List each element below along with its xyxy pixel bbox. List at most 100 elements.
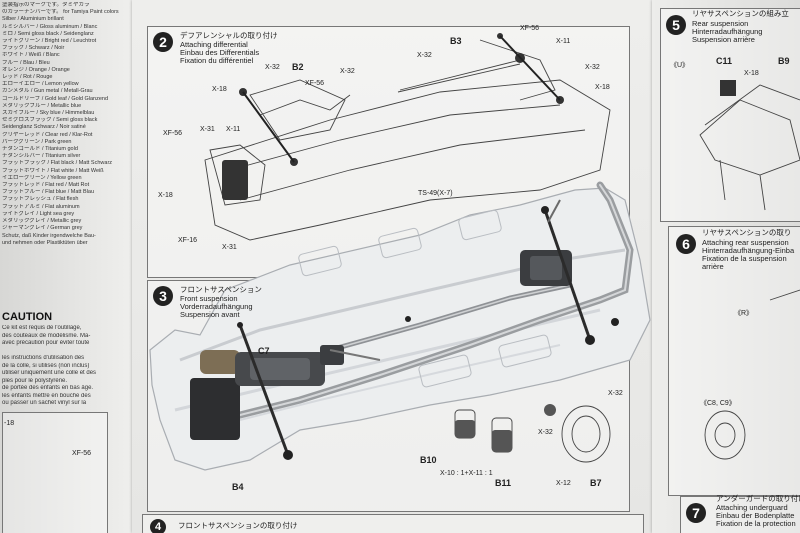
paint-color-list: 塗装指示のマークです。タミヤカラのカラーナンバーです。 for Tamiya P… xyxy=(2,2,128,247)
caution-line: utiliser uniquement une colle et des xyxy=(2,370,97,376)
label-x12: X-12 xyxy=(556,480,571,487)
step4-title-jp: フロントサスペンションの取り付け xyxy=(178,521,298,530)
paint-list-item: ガンメタル / Gun metal / Metall-Grau xyxy=(2,88,93,95)
step6-title-fr2: arrière xyxy=(702,262,724,271)
step5-title-de: Hinterradaufhängung xyxy=(692,27,763,36)
paint-list-item: メタリックグレイ / Metallic grey xyxy=(2,218,82,225)
step3-number: 3 xyxy=(153,286,173,306)
paint-list-item: ホワイト / Weiß / Blanc xyxy=(2,52,60,59)
label-u: 《U》 xyxy=(670,62,690,69)
paint-list-item: フラットレッド / Flat red / Matt Rot xyxy=(2,182,90,189)
label-b3: B3 xyxy=(450,36,462,46)
label-c8c9: 《C8, C9》 xyxy=(700,400,736,407)
caution-line: ples pour le polystyrène. xyxy=(2,377,68,384)
step7-title-en: Attaching underguard xyxy=(716,503,788,512)
label-x32-a: X-32 xyxy=(417,52,432,59)
label-x31-b: X-31 xyxy=(222,244,237,251)
label-x31-a: X-31 xyxy=(200,126,215,133)
step2-number: 2 xyxy=(153,32,173,52)
caution-line: les enfants mettre en bouche des xyxy=(2,392,91,399)
label-b10: B10 xyxy=(420,455,437,465)
label-xf56-a: XF-56 xyxy=(520,25,540,32)
label-mix: X-10 : 1+X-11 : 1 xyxy=(440,470,493,477)
step5-title-fr: Suspension arrière xyxy=(692,35,755,44)
step7-title-jp: アンダーガードの取り付け xyxy=(716,494,800,503)
paint-list-item: ライトグリーン / Bright red / Leuchtrot xyxy=(2,38,97,45)
step2-title-de: Einbau des Differentials xyxy=(180,48,260,57)
paint-list-item: チタンシルバー / Titanium silver xyxy=(2,153,81,160)
label-x18-b: X-18 xyxy=(595,84,610,91)
step2-title-en: Attaching differential xyxy=(180,40,248,49)
paint-list-item: クリヤーレッド / Clear red / Klar-Rot xyxy=(2,131,93,138)
paint-list-item: フラットアルミ / Flat aluminum xyxy=(2,203,80,210)
model-chassis xyxy=(149,181,651,471)
label-xf56-left: XF-56 xyxy=(72,450,92,457)
paint-list-item: ライトグレイ / Light sea grey xyxy=(2,210,75,217)
label-x18-s5: X-18 xyxy=(744,70,759,77)
paint-list-item: イエローグリーン / Yellow green xyxy=(2,174,82,181)
paint-list-item: Schutz, daß Kinder irgendwelche Bau- xyxy=(2,232,96,239)
right-lineart xyxy=(699,84,800,460)
step3-title-jp: フロントサスペンション xyxy=(180,285,262,294)
paint-list-item: ブルー / Blau / Bleu xyxy=(2,59,50,66)
paint-list-item: のカラーナンバーです。 for Tamiya Paint colors xyxy=(2,9,119,16)
paint-list-item: ルミシルバー / Gloss aluminum / Blanc xyxy=(2,23,98,30)
paint-list-item: チタンゴールド / Titanium gold xyxy=(2,146,78,153)
step2-axles xyxy=(242,35,561,163)
step4-number: 4 xyxy=(150,519,166,533)
label-x18-a: X-18 xyxy=(212,86,227,93)
paint-list-item: ジャーマングレイ / German grey xyxy=(2,225,83,232)
label-b9: B9 xyxy=(778,56,790,66)
step2-title-jp: デフアレンシャルの取り付け xyxy=(180,31,278,40)
label-r18: -18 xyxy=(4,420,15,427)
label-c11: C11 xyxy=(716,56,733,66)
label-xf56-b: XF-56 xyxy=(305,80,325,87)
label-x32-b: X-32 xyxy=(265,64,280,71)
paint-list-item: メタリックブルー / Metallic blue xyxy=(2,102,82,109)
label-x32-c: X-32 xyxy=(340,68,355,75)
caution-line: de la colle, si utilisés (non inclus) xyxy=(2,362,90,369)
paint-list-item: ミロ / Semi gloss black / Seidenglanz xyxy=(2,30,94,37)
paint-list-item: und nehmen oder Plastiktüten über xyxy=(2,239,88,246)
step2-chassis-lineart xyxy=(204,39,611,241)
label-x32-d: X-32 xyxy=(585,64,600,71)
paint-list-item: レッド / Rot / Rouge xyxy=(2,74,53,81)
step3-lineart xyxy=(454,405,611,463)
step7-title-de: Einbau der Bodenplatte xyxy=(716,511,795,520)
step3-title-de: Vorderradaufhängung xyxy=(180,302,253,311)
label-x11-a: X-11 xyxy=(556,38,571,45)
caution-line: Ce kit est requis de l'outillage, xyxy=(2,325,82,331)
step3-dampers xyxy=(455,404,556,452)
label-xf16: XF-16 xyxy=(178,237,198,244)
label-r: 《R》 xyxy=(734,310,754,317)
label-b7: B7 xyxy=(590,478,602,488)
step2-title-fr: Fixation du différentiel xyxy=(180,56,254,65)
paint-list-item: ゴールドリーフ / Gold leaf / Gold Glanzend xyxy=(2,95,109,102)
paint-list-item: フラットフレッシュ / Flat flesh xyxy=(2,196,79,203)
step6-title-fr: Fixation de la suspension xyxy=(702,254,787,263)
paint-list-item: 塗装指示のマークです。タミヤカラ xyxy=(2,2,90,8)
step7-title-fr: Fixation de la protection xyxy=(716,519,796,528)
step2-dark-parts xyxy=(222,33,564,200)
caution-line: de portée des enfants en bas âge. xyxy=(2,385,94,391)
step6-panel xyxy=(668,226,800,496)
step5-title-jp: リヤサスペンションの組み立 xyxy=(692,9,789,18)
left-bottom-panel xyxy=(2,412,108,533)
step6-title-jp: リヤサスペンションの取り xyxy=(702,228,792,237)
step7-number: 7 xyxy=(686,503,706,523)
caution-title: CAUTION xyxy=(2,311,53,323)
part-c11-shape xyxy=(720,80,736,96)
paint-list-item: スカイブルー / Sky blue / Himmelblau xyxy=(2,110,95,117)
label-x32-s3: X-32 xyxy=(608,390,623,397)
step3-title-en: Front suspension xyxy=(180,294,238,303)
label-x32-s3b: X-32 xyxy=(538,429,553,436)
caution-line: les instructions d'utilisation des xyxy=(2,355,85,361)
paint-list-item: Silber / Aluminium brillant xyxy=(2,16,64,23)
paint-list-item: オレンジ / Orange / Orange xyxy=(2,66,70,73)
label-x11-b: X-11 xyxy=(226,126,241,133)
label-b4: B4 xyxy=(232,482,244,492)
label-b2: B2 xyxy=(292,62,304,72)
step5-number: 5 xyxy=(666,15,686,35)
